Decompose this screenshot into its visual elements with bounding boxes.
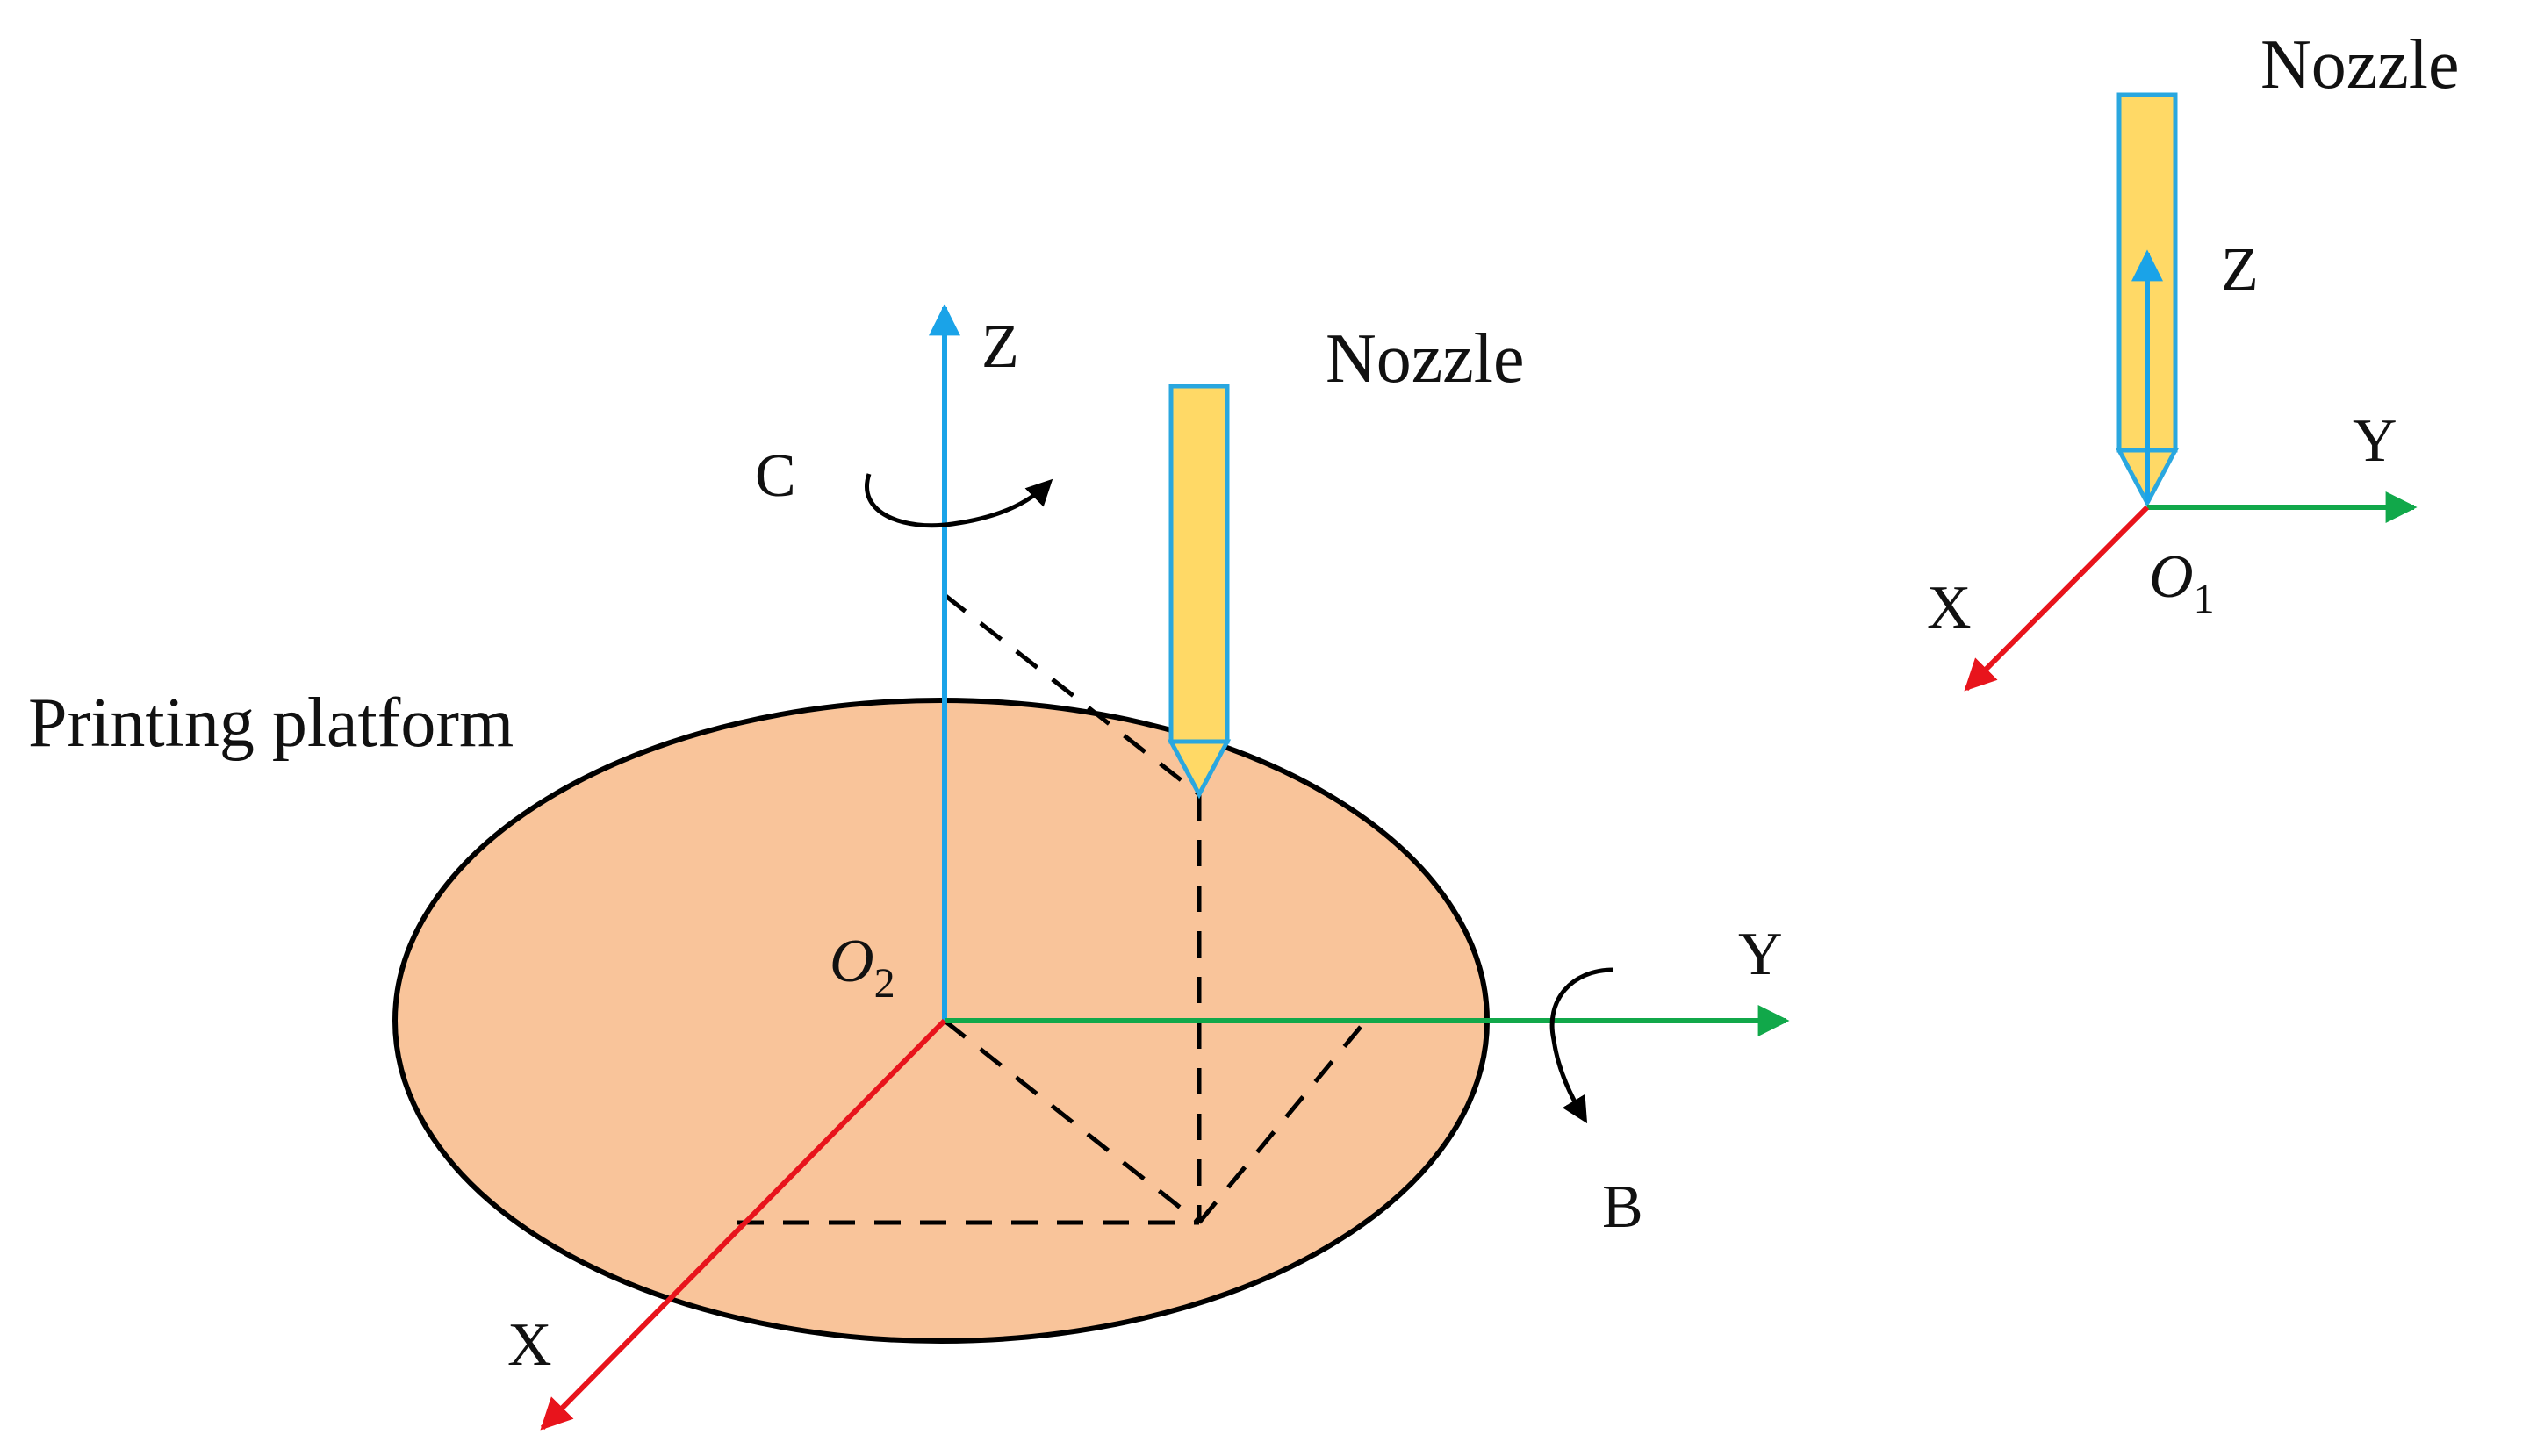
reference-x-label: X <box>1927 574 1972 642</box>
projection-lines <box>737 593 1362 1225</box>
main-z-label: Z <box>981 313 1019 381</box>
origin-o2-label: O2 <box>830 928 895 1007</box>
main-nozzle <box>1167 384 1232 800</box>
rotation-c-arrow <box>865 473 1053 528</box>
main-x-label: X <box>507 1311 552 1379</box>
printing-platform-label: Printing platform <box>28 685 514 762</box>
reference-nozzle-label: Nozzle <box>2260 26 2460 104</box>
origin-o1-label: O1 <box>2149 543 2215 622</box>
reference-y-label: Y <box>2353 407 2397 475</box>
reference-z-label: Z <box>2221 236 2259 304</box>
rotation-b-label: B <box>1602 1173 1643 1241</box>
rotation-b-arrow <box>1549 967 1614 1124</box>
rotation-c-label: C <box>755 442 796 510</box>
main-y-label: Y <box>1738 921 1783 988</box>
main-x-axis <box>540 1018 947 1431</box>
reference-x-axis <box>1964 505 2150 692</box>
main-nozzle-label: Nozzle <box>1326 320 1525 398</box>
